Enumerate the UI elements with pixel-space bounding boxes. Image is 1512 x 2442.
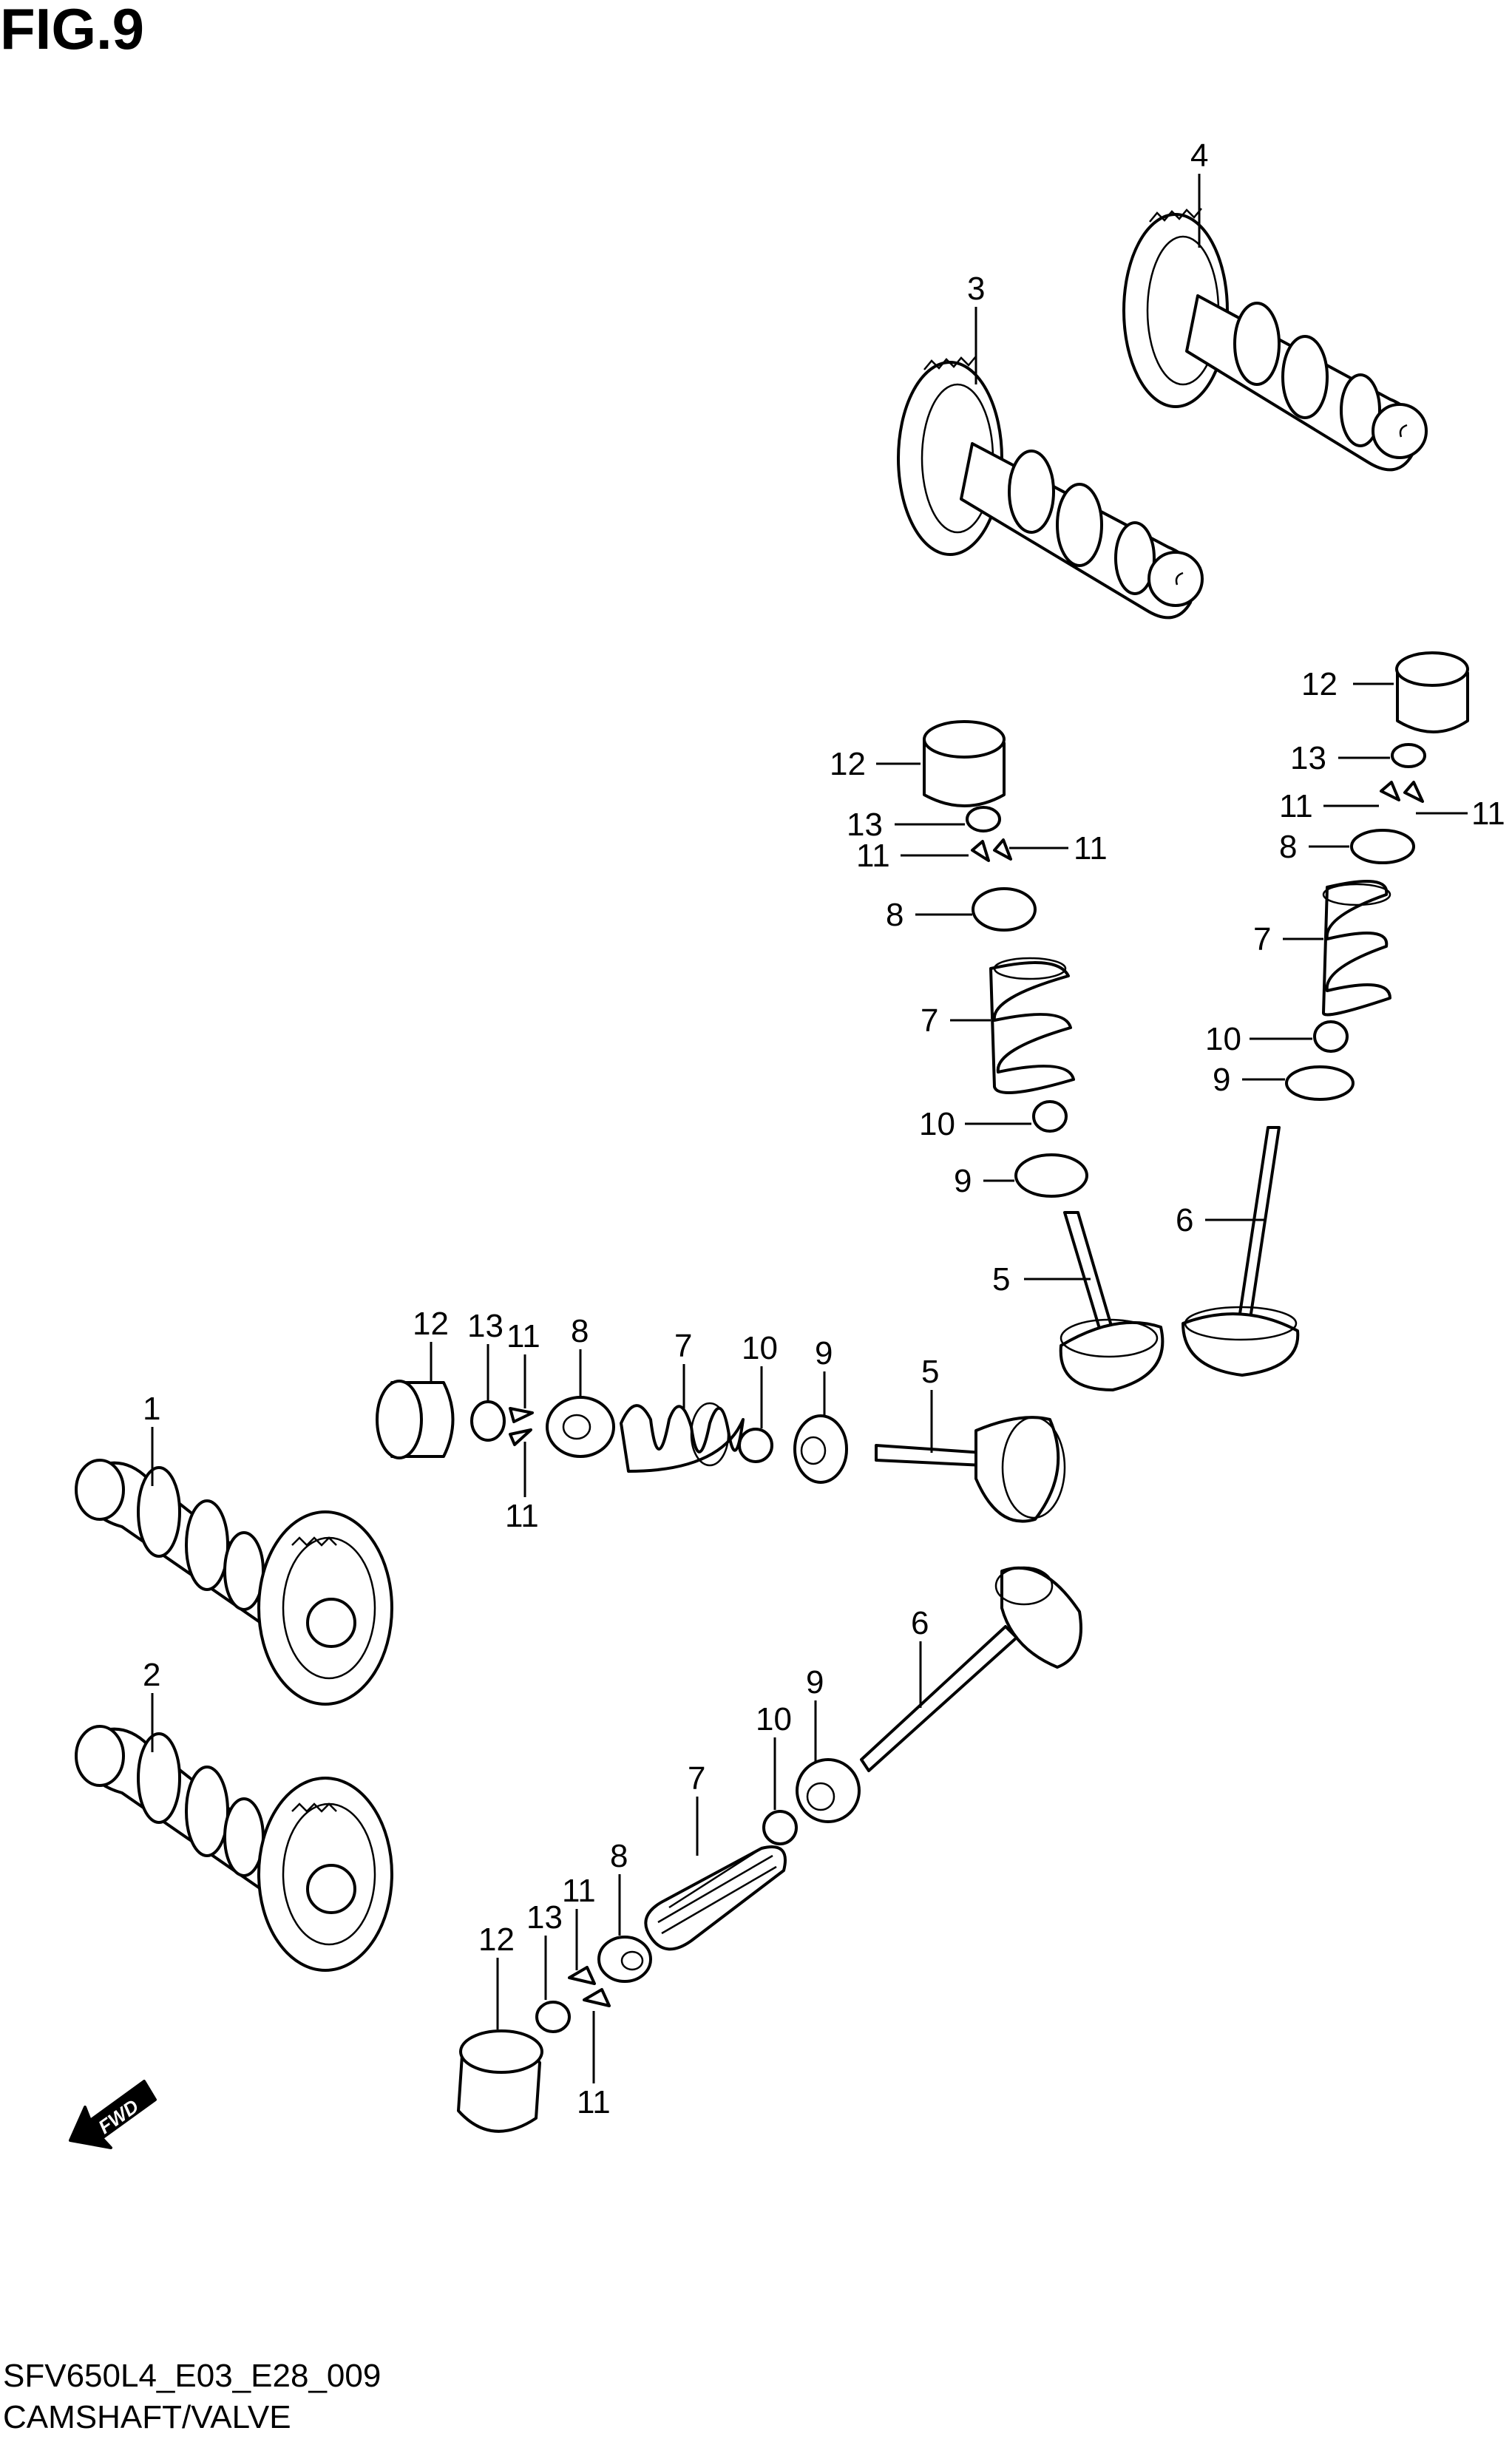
callout-7-middle: 7 (921, 1003, 938, 1039)
camshaft-2 (75, 1725, 393, 1972)
callout-9-lower: 9 (806, 1664, 824, 1700)
valve-assembly-right (1182, 651, 1469, 1377)
callout-11-horizontal-b: 11 (505, 1498, 539, 1534)
callout-6-lower: 6 (911, 1605, 929, 1641)
figure-title: FIG.9 (0, 0, 145, 61)
valve-assembly-middle (923, 720, 1164, 1391)
callout-8-middle: 8 (886, 897, 904, 933)
callout-6-right: 6 (1176, 1202, 1193, 1238)
valve-assembly-lower (457, 1566, 1082, 2133)
callout-9-horizontal: 9 (815, 1335, 833, 1371)
callout-2: 2 (143, 1657, 160, 1693)
callout-8-horizontal: 8 (571, 1313, 589, 1349)
valve-assembly-horizontal (376, 1380, 1066, 1523)
callout-3: 3 (967, 271, 985, 307)
callout-8-right: 8 (1279, 829, 1297, 865)
callout-10-middle: 10 (919, 1106, 955, 1142)
fwd-arrow-icon: FWD (69, 2080, 157, 2149)
callout-11-lower-a: 11 (562, 1873, 596, 1909)
diagram-code: SFV650L4_E03_E28_009 (3, 2358, 382, 2394)
callout-11-horizontal-a: 11 (506, 1318, 540, 1354)
callout-9-middle: 9 (954, 1163, 972, 1199)
camshaft-4 (1122, 208, 1428, 472)
callout-5-middle: 5 (992, 1261, 1010, 1298)
callout-11-right-a: 11 (1279, 788, 1313, 824)
callout-7-horizontal: 7 (674, 1328, 692, 1364)
callout-13-horizontal: 13 (467, 1308, 504, 1344)
callout-10-lower: 10 (756, 1701, 792, 1737)
callout-7-lower: 7 (688, 1760, 705, 1797)
callout-9-right: 9 (1213, 1062, 1230, 1098)
camshaft-3 (897, 356, 1204, 620)
callout-12-horizontal: 12 (413, 1306, 449, 1342)
callout-10-horizontal: 10 (742, 1330, 778, 1366)
callout-10-right: 10 (1205, 1021, 1241, 1057)
callout-7-right: 7 (1253, 921, 1271, 957)
diagram-caption: CAMSHAFT/VALVE (3, 2399, 291, 2435)
callout-12-middle: 12 (830, 746, 866, 782)
callout-13-middle: 13 (847, 807, 883, 843)
callout-11-right-b: 11 (1471, 796, 1505, 832)
callout-13-lower: 13 (526, 1899, 563, 1936)
callout-13-right: 13 (1290, 740, 1326, 776)
callout-11-middle-b: 11 (1074, 830, 1108, 866)
callout-11-middle-a: 11 (856, 838, 890, 874)
callout-12-right: 12 (1301, 666, 1338, 702)
callout-8-lower: 8 (610, 1838, 628, 1874)
callout-11-lower-b: 11 (577, 2084, 611, 2120)
callout-1: 1 (143, 1391, 160, 1427)
callout-5-horizontal: 5 (921, 1354, 939, 1390)
callout-4: 4 (1190, 138, 1208, 174)
camshaft-1 (75, 1459, 393, 1706)
callout-12-lower: 12 (478, 1922, 515, 1958)
